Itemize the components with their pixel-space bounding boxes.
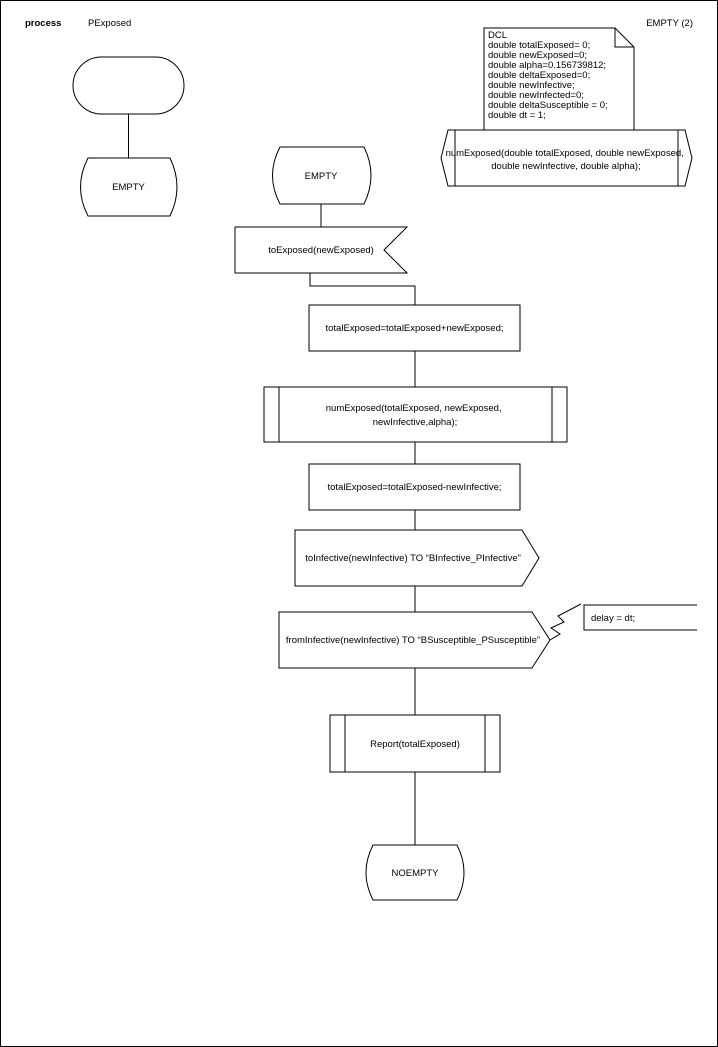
output-signal-frominfective[interactable]: fromInfective(newInfective) TO “BSuscept…	[278, 611, 551, 669]
input-signal-toexposed[interactable]: toExposed(newExposed)	[234, 226, 409, 274]
process-keyword: process	[25, 18, 61, 29]
task-add-exposed[interactable]: totalExposed=totalExposed+newExposed;	[308, 304, 521, 352]
task-add-exposed-label: totalExposed=totalExposed+newExposed;	[326, 323, 504, 334]
procedure-call-report[interactable]: Report(totalExposed)	[329, 714, 501, 773]
output-signal-frominfective-label: fromInfective(newInfective) TO “BSuscept…	[286, 635, 540, 646]
output-signal-toinfective-label: toInfective(newInfective) TO “BInfective…	[305, 553, 521, 564]
input-signal-label: toExposed(newExposed)	[268, 245, 374, 256]
process-name: PExposed	[88, 18, 131, 29]
connector-2	[309, 273, 416, 305]
state-empty[interactable]: EMPTY	[272, 146, 372, 205]
comment-delay-text: delay = dt;	[591, 613, 635, 624]
comment-delay[interactable]: delay = dt;	[583, 604, 697, 631]
state-noempty[interactable]: NOEMPTY	[365, 844, 465, 901]
task-subtract-infective-label: totalExposed=totalExposed-newInfective;	[327, 482, 501, 493]
procedure-definition-text: numExposed(double totalExposed, double n…	[446, 148, 687, 172]
state-noempty-label: NOEMPTY	[392, 868, 440, 879]
output-signal-toinfective[interactable]: toInfective(newInfective) TO “BInfective…	[294, 529, 540, 587]
start-symbol[interactable]	[72, 56, 185, 115]
procedure-call-text: numExposed(totalExposed, newExposed, new…	[326, 403, 505, 428]
state-start-empty[interactable]: EMPTY	[80, 157, 178, 217]
comment-connector	[549, 603, 582, 641]
state-empty-label: EMPTY	[305, 171, 338, 182]
task-subtract-infective[interactable]: totalExposed=totalExposed-newInfective;	[308, 463, 521, 511]
state-start-empty-label: EMPTY	[112, 182, 145, 193]
declaration-text: DCL double totalExposed= 0; double newEx…	[488, 30, 610, 121]
page-label: EMPTY (2)	[646, 18, 693, 29]
procedure-call-report-label: Report(totalExposed)	[370, 739, 460, 750]
procedure-definition[interactable]: numExposed(double totalExposed, double n…	[440, 129, 693, 187]
procedure-call-numexposed[interactable]: numExposed(totalExposed, newExposed, new…	[263, 386, 568, 443]
declaration-block[interactable]: DCL double totalExposed= 0; double newEx…	[483, 27, 635, 131]
